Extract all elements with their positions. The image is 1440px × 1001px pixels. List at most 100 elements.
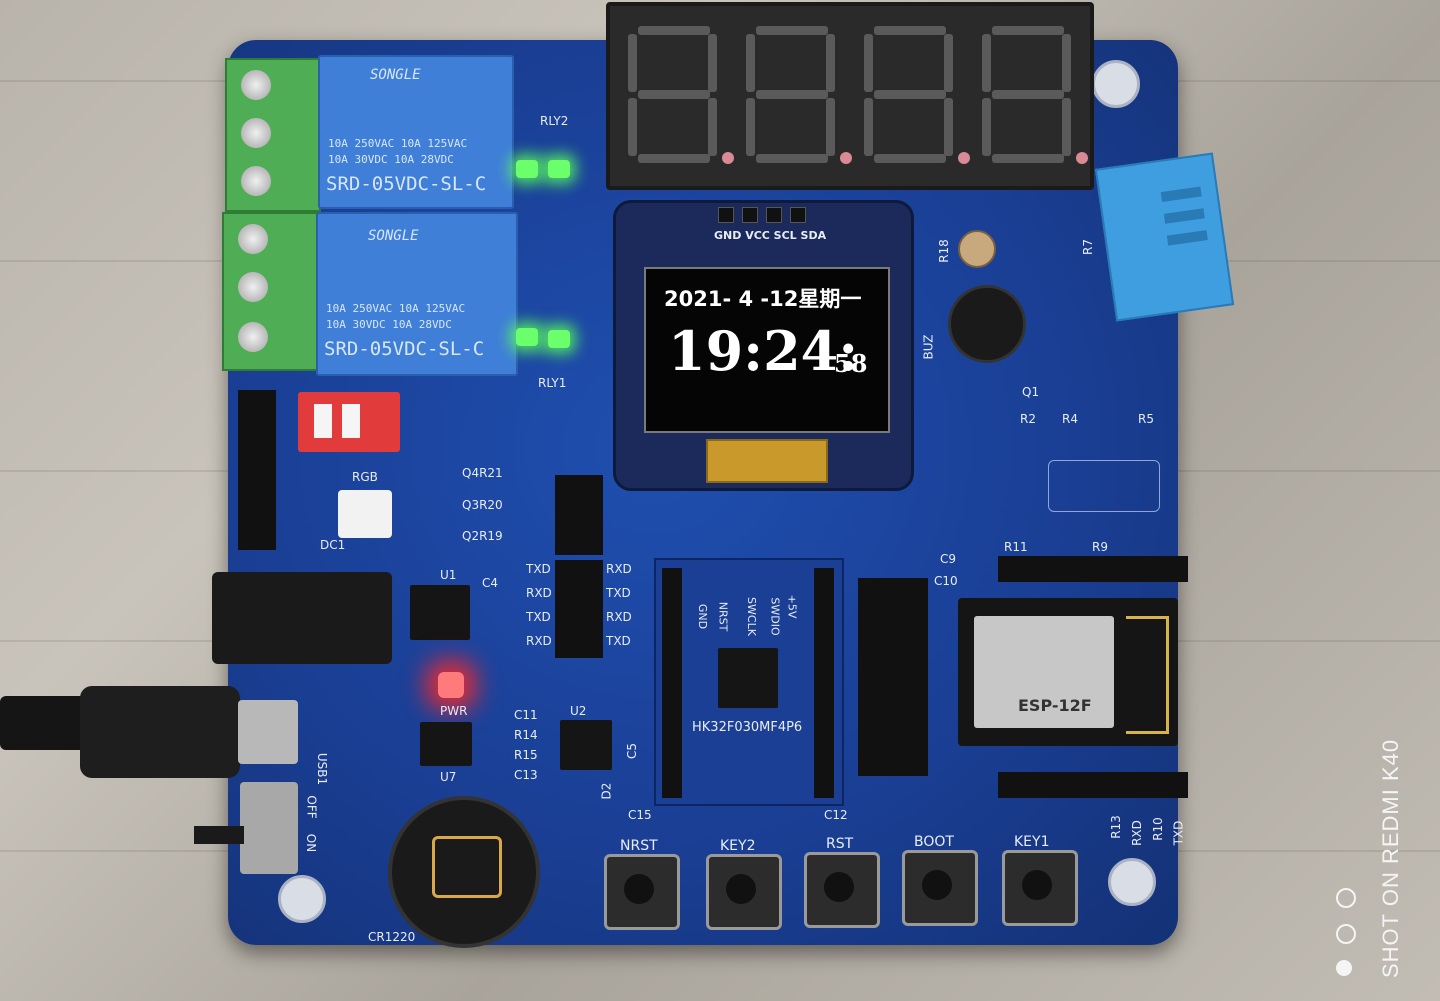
screw-icon bbox=[238, 272, 268, 302]
display-digit bbox=[746, 26, 852, 166]
silk-label: U1 bbox=[440, 568, 457, 582]
silk-label: R10 bbox=[1150, 817, 1165, 841]
oled-time: 19:24: bbox=[668, 319, 859, 383]
silk-label: R18 bbox=[936, 239, 951, 263]
key2-button[interactable] bbox=[706, 854, 782, 930]
uart-label: TXD bbox=[606, 586, 631, 600]
esp-label: ESP-12F bbox=[1018, 696, 1092, 715]
relay-spec: 10A 30VDC 10A 28VDC bbox=[326, 318, 452, 331]
relay-led-green bbox=[516, 160, 538, 178]
usb-port bbox=[238, 700, 298, 764]
relay-led-green bbox=[548, 330, 570, 348]
silk-label: C5 bbox=[625, 742, 640, 760]
rst-button[interactable] bbox=[804, 852, 880, 928]
dc-power-jack bbox=[212, 572, 392, 664]
photoresistor bbox=[958, 230, 996, 268]
silk-label: CR1220 bbox=[368, 930, 416, 944]
silk-label: DC1 bbox=[320, 538, 346, 552]
uart-label: TXD bbox=[526, 610, 551, 624]
nrst-button[interactable] bbox=[604, 854, 680, 930]
oled-module: GND VCC SCL SDA 2021- 4 -12星期一 19:24: 58 bbox=[613, 200, 914, 491]
terminal-block-top bbox=[225, 58, 321, 212]
watermark-dot-icon bbox=[1336, 924, 1356, 944]
header-pin bbox=[766, 207, 782, 223]
mounting-hole bbox=[1108, 858, 1156, 906]
silk-label: R15 bbox=[514, 748, 538, 762]
header-pin bbox=[718, 207, 734, 223]
silk-label: R2 bbox=[1020, 412, 1036, 426]
power-switch[interactable] bbox=[240, 782, 298, 874]
pin-header-esp-bottom bbox=[998, 772, 1188, 798]
terminal-block-bottom bbox=[222, 212, 321, 371]
silk-label: R13 bbox=[1108, 815, 1123, 839]
silk-label: U7 bbox=[440, 770, 457, 784]
silk-label: RXD bbox=[1129, 820, 1144, 846]
silk-label: C4 bbox=[482, 576, 499, 590]
ic-chip bbox=[420, 722, 472, 766]
uart-label: TXD bbox=[526, 562, 551, 576]
silk-label: TXD bbox=[1171, 820, 1186, 846]
button-label: BOOT bbox=[914, 834, 954, 850]
relay-1: SONGLE 10A 250VAC 10A 125VAC 10A 30VDC 1… bbox=[316, 212, 518, 376]
button-label: KEY1 bbox=[1014, 834, 1050, 850]
temperature-sensor bbox=[1094, 152, 1235, 322]
coin-cell-holder bbox=[388, 796, 540, 948]
jumper-header-top bbox=[555, 475, 603, 555]
screw-icon bbox=[241, 118, 271, 148]
esp-shield: ESP-12F bbox=[974, 616, 1114, 728]
silk-label: PWR bbox=[440, 704, 468, 718]
silk-label: R5 bbox=[1138, 412, 1154, 426]
silk-label: Q3R20 bbox=[462, 498, 503, 512]
oled-date: 2021- 4 -12星期一 bbox=[664, 287, 862, 311]
dip-switch[interactable] bbox=[298, 392, 400, 452]
seven-segment-display bbox=[606, 2, 1094, 190]
power-led-red bbox=[438, 672, 464, 698]
esp-module: ESP-12F bbox=[958, 598, 1178, 746]
camera-watermark: SHOT ON REDMI K40 bbox=[1378, 738, 1403, 978]
usb-connector bbox=[80, 686, 240, 778]
debug-pin-label: SWDIO bbox=[768, 597, 782, 636]
display-digit bbox=[864, 26, 970, 166]
debug-pin-label: +5V bbox=[785, 594, 799, 619]
display-digit bbox=[628, 26, 734, 166]
oled-flex-cable bbox=[706, 439, 828, 483]
power-switch-lever[interactable] bbox=[194, 826, 244, 844]
uart-label: RXD bbox=[606, 610, 632, 624]
silk-label: C9 bbox=[940, 552, 957, 566]
screw-icon bbox=[241, 166, 271, 196]
silk-label: R9 bbox=[1092, 540, 1108, 554]
antenna-trace bbox=[1126, 616, 1169, 734]
relay-led-green bbox=[516, 328, 538, 346]
silk-label: C10 bbox=[934, 574, 958, 588]
relay-brand: SONGLE bbox=[368, 228, 419, 244]
mcu-adapter-board: HK32F030MF4P6 GND NRST SWCLK SWDIO +5V bbox=[654, 558, 844, 806]
relay-model: SRD-05VDC-SL-C bbox=[326, 173, 487, 195]
rgb-led bbox=[338, 490, 392, 538]
button-label: RST bbox=[826, 836, 854, 852]
silk-label: C12 bbox=[824, 808, 848, 822]
relay-2: SONGLE 10A 250VAC 10A 125VAC 10A 30VDC 1… bbox=[318, 55, 514, 209]
mounting-hole bbox=[1092, 60, 1140, 108]
button-label: KEY2 bbox=[720, 838, 756, 854]
pin-header-esp-top bbox=[998, 556, 1188, 582]
silk-label: D2 bbox=[599, 782, 614, 800]
silk-label: U2 bbox=[570, 704, 587, 718]
uart-label: RXD bbox=[526, 586, 552, 600]
relay-label: RLY1 bbox=[538, 376, 567, 390]
silk-label: Q1 bbox=[1022, 385, 1040, 399]
header-pin bbox=[790, 207, 806, 223]
silk-label: R4 bbox=[1062, 412, 1078, 426]
boot-button[interactable] bbox=[902, 850, 978, 926]
mounting-hole bbox=[278, 875, 326, 923]
buzzer bbox=[948, 285, 1026, 363]
debug-pin-label: NRST bbox=[716, 601, 730, 632]
relay-label: RLY2 bbox=[540, 114, 569, 128]
mcu-label: HK32F030MF4P6 bbox=[692, 720, 803, 735]
silk-label: C11 bbox=[514, 708, 538, 722]
uart-label: TXD bbox=[606, 634, 631, 648]
silk-label: OFF bbox=[304, 795, 319, 819]
pin-header-right bbox=[858, 578, 928, 776]
silk-label: RGB bbox=[352, 470, 378, 484]
screw-icon bbox=[241, 70, 271, 100]
key1-button[interactable] bbox=[1002, 850, 1078, 926]
